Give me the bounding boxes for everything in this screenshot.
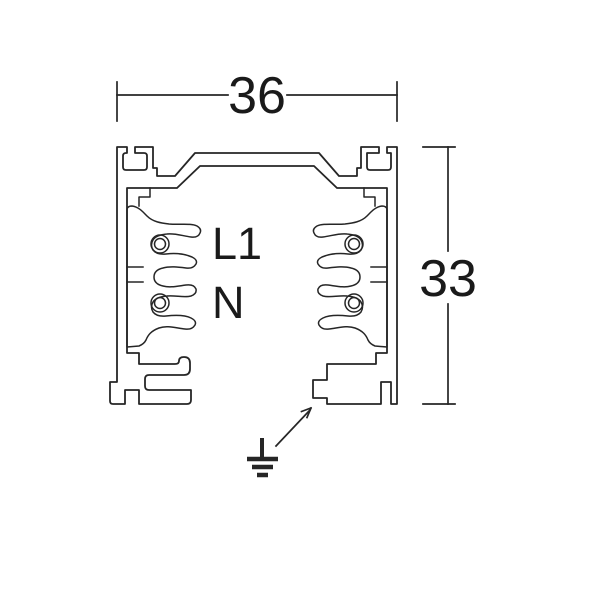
conductor-wire-inner xyxy=(153,296,167,310)
insulator-comb xyxy=(312,205,388,348)
insulator-ledge xyxy=(138,187,151,207)
conductor-wire-outer xyxy=(344,234,364,254)
width-dimension xyxy=(116,81,398,122)
conductor-wire-outer xyxy=(150,234,170,254)
earth-ground-icon xyxy=(247,438,278,478)
earth-pointer-arrow-icon xyxy=(274,406,313,448)
left-conductor-assembly xyxy=(126,187,202,348)
conductor-wire-inner xyxy=(347,237,361,251)
insulator-ledge xyxy=(363,187,376,207)
conductor-wire-outer xyxy=(344,293,364,313)
conductor-wire-inner xyxy=(153,237,167,251)
width-dimension-label: 36 xyxy=(228,67,286,125)
height-dimension xyxy=(422,146,456,405)
insulator-comb xyxy=(126,205,202,348)
line-art xyxy=(109,81,456,478)
conductor-wire-inner xyxy=(347,296,361,310)
track-profile-outline xyxy=(109,146,398,405)
height-dimension-label: 33 xyxy=(419,250,477,308)
labels: 36 33 L1 N xyxy=(212,67,477,328)
insulator-divider xyxy=(126,266,144,283)
conductor-wire-outer xyxy=(150,293,170,313)
arrow-shaft xyxy=(274,408,312,448)
right-conductor-assembly xyxy=(312,187,388,348)
conductor-label-n: N xyxy=(212,277,245,328)
arrow-head xyxy=(300,406,313,419)
insulator-divider xyxy=(370,266,388,283)
conductor-label-l1: L1 xyxy=(212,218,262,269)
track-profile xyxy=(109,146,398,405)
